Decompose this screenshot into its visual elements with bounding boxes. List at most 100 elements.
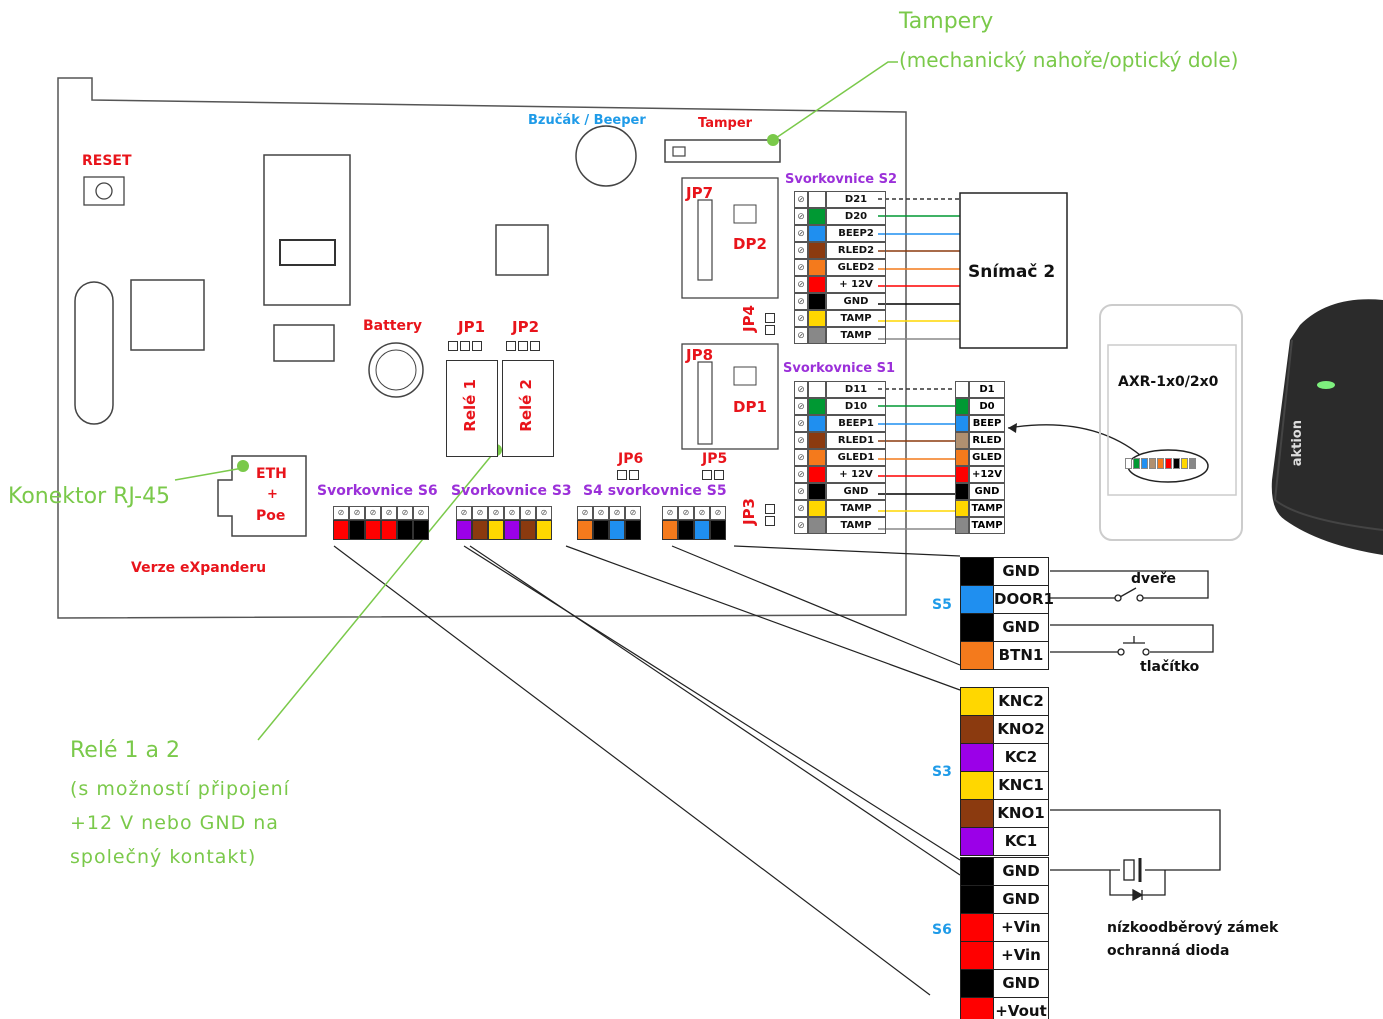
jp4-label: JP4: [740, 305, 758, 333]
wire-color-swatch: [961, 614, 993, 641]
terminal-screw: ⊘: [694, 506, 710, 520]
terminal-pin-label: GND: [993, 858, 1048, 885]
wire-color-swatch: [955, 500, 969, 517]
terminal-row: ⊘D21: [794, 191, 886, 208]
wire-color-swatch: [961, 800, 993, 827]
terminal-pin-label: D11: [826, 381, 886, 398]
jp3-jumper: [765, 504, 775, 526]
wire-color-swatch: [488, 520, 504, 540]
wire-color-swatch: [381, 520, 397, 540]
wire-color-swatch: [961, 914, 993, 941]
terminal-row: ⊘TAMP: [794, 500, 886, 517]
terminal-screw: ⊘: [488, 506, 504, 520]
wire-color-swatch: [520, 520, 536, 540]
snimac2-label: Snímač 2: [968, 262, 1056, 282]
wire-color-swatch: [808, 208, 826, 225]
reader-pin-label: TAMP: [969, 517, 1005, 534]
tlacitko-label: tlačítko: [1140, 659, 1200, 675]
axr-label: AXR-1x0/2x0: [1118, 374, 1219, 390]
terminal-row: KNO2: [961, 715, 1048, 743]
terminal-screw: ⊘: [794, 466, 808, 483]
jp2-jumper: [506, 341, 540, 351]
terminal-row: GND: [961, 969, 1048, 997]
reader-pin-row: D0: [955, 398, 1005, 415]
s3-board-label: Svorkovnice S3: [451, 483, 572, 499]
terminal-screw: ⊘: [794, 381, 808, 398]
terminal-screw: ⊘: [794, 293, 808, 310]
reader-pin-row: GLED: [955, 449, 1005, 466]
terminal-row: ⊘+ 12V: [794, 466, 886, 483]
s6-board-label: Svorkovnice S6: [317, 483, 438, 499]
terminal-row: +Vin: [961, 941, 1048, 969]
terminal-screw: ⊘: [794, 415, 808, 432]
reader-pin-label: +12V: [969, 466, 1005, 483]
terminal-screw: ⊘: [593, 506, 609, 520]
wire-color-swatch: [365, 520, 381, 540]
terminal-screw: ⊘: [794, 432, 808, 449]
relay-2-label: Relé 2: [517, 379, 535, 432]
terminal-screw: ⊘: [625, 506, 641, 520]
reader-strip-pin: [1181, 458, 1188, 469]
wire-color-swatch: [808, 276, 826, 293]
wire-color-swatch: [955, 432, 969, 449]
terminal-pin-label: KNC1: [993, 772, 1048, 799]
wire-color-swatch: [662, 520, 678, 540]
wire-color-swatch: [961, 744, 993, 771]
dp1-label: DP1: [733, 398, 767, 416]
wire-color-swatch: [808, 310, 826, 327]
wire-color-swatch: [808, 225, 826, 242]
terminal-screw: ⊘: [710, 506, 726, 520]
reader-pin-label: GLED: [969, 449, 1005, 466]
terminal-row: ⊘D20: [794, 208, 886, 225]
terminal-row: GND: [961, 613, 1048, 641]
terminal-screw: ⊘: [794, 327, 808, 344]
wire-color-swatch: [808, 242, 826, 259]
rele-annotation-title: Relé 1 a 2: [70, 738, 180, 763]
lock-circuit: [1050, 809, 1221, 902]
terminal-row: ⊘GND: [794, 293, 886, 310]
terminal-pin-label: GND: [993, 558, 1048, 585]
terminal-row: ⊘GLED2: [794, 259, 886, 276]
s2-terminal: ⊘D21⊘D20⊘BEEP2⊘RLED2⊘GLED2⊘+ 12V⊘GND⊘TAM…: [794, 191, 886, 344]
wire-color-swatch: [397, 520, 413, 540]
terminal-row: ⊘TAMP: [794, 310, 886, 327]
terminal-screw: ⊘: [333, 506, 349, 520]
terminal-pin-label: GND: [993, 886, 1048, 913]
wire-color-swatch: [456, 520, 472, 540]
terminal-pin-label: KC2: [993, 744, 1048, 771]
board-slot: [74, 281, 114, 425]
reader-strip-pin: [1149, 458, 1156, 469]
wire-color-swatch: [955, 517, 969, 534]
terminal-pin-label: BEEP2: [826, 225, 886, 242]
s2-wires: [878, 198, 960, 340]
terminal-screw: ⊘: [520, 506, 536, 520]
reader-strip-pin: [1133, 458, 1140, 469]
wire-color-swatch: [961, 942, 993, 969]
wire-color-swatch: [710, 520, 726, 540]
terminal-screw: ⊘: [794, 500, 808, 517]
terminal-row: ⊘RLED2: [794, 242, 886, 259]
relay-1-label: Relé 1: [461, 379, 479, 432]
terminal-row: GND: [961, 858, 1048, 885]
terminal-pin-label: D10: [826, 398, 886, 415]
wire-color-swatch: [808, 191, 826, 208]
terminal-pin-label: KNC2: [993, 688, 1048, 715]
wire-color-swatch: [808, 381, 826, 398]
terminal-pin-label: KC1: [993, 828, 1048, 855]
wire-color-swatch: [961, 998, 993, 1019]
terminal-screw: ⊘: [349, 506, 365, 520]
wire-color-swatch: [961, 858, 993, 885]
terminal-pin-label: +Vin: [993, 942, 1048, 969]
wire-color-swatch: [472, 520, 488, 540]
dvere-label: dveře: [1131, 571, 1177, 587]
wire-color-swatch: [808, 432, 826, 449]
wire-color-swatch: [808, 449, 826, 466]
reader-pin-row: GND: [955, 483, 1005, 500]
terminal-row: ⊘TAMP: [794, 517, 886, 534]
reader-strip-pin: [1125, 458, 1132, 469]
reader-pin-label: BEEP: [969, 415, 1005, 432]
version-label: Verze eXpanderu: [131, 560, 267, 576]
s1-board-label: Svorkovnice S1: [783, 361, 896, 376]
